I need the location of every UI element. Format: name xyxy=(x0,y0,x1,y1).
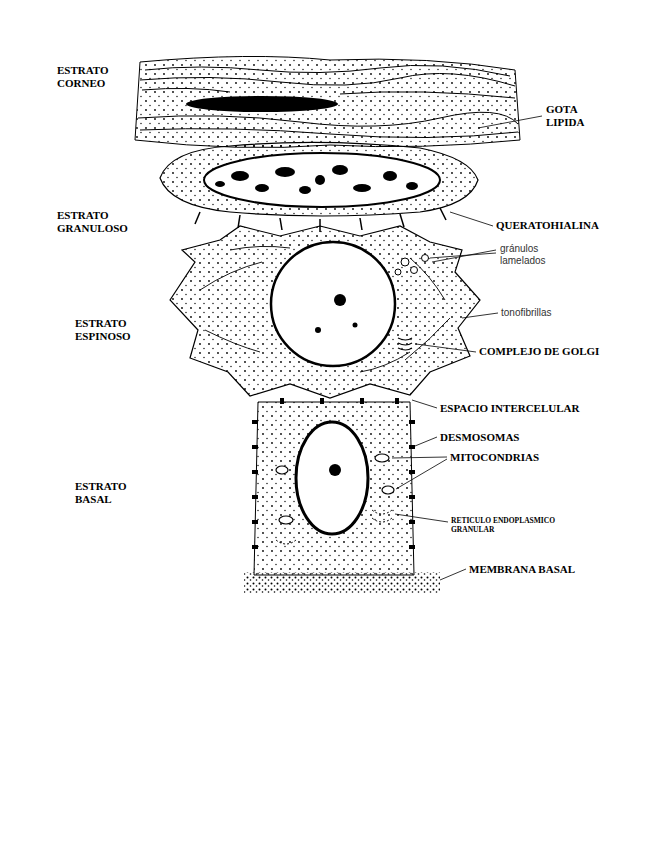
basal-cell xyxy=(254,402,414,575)
basal-nucleolus xyxy=(329,464,341,476)
spinous-nucleus xyxy=(271,242,395,366)
callout-label: gránulos lamelados xyxy=(500,243,570,266)
layer-label: ESTRATO ESPINOSO xyxy=(75,317,155,342)
lamellar-granules xyxy=(395,255,429,276)
nucleoli xyxy=(315,294,358,333)
callout-label: MEMBRANA BASAL xyxy=(469,563,575,576)
callout-label: COMPLEJO DE GOLGI xyxy=(479,345,599,358)
golgi-complex xyxy=(398,338,412,350)
lipid-droplet xyxy=(186,96,338,112)
callout-label: tonofibrillas xyxy=(501,307,552,319)
corneum-layer xyxy=(135,56,520,147)
corneum-fibres xyxy=(138,65,518,137)
callout-label: GOTA LIPIDA xyxy=(546,103,606,128)
mitochondria xyxy=(276,454,394,524)
granular-nucleus xyxy=(204,153,440,207)
layer-label: ESTRATO CORNEO xyxy=(57,64,119,89)
layer-label: ESTRATO GRANULOSO xyxy=(57,209,137,234)
basal-nucleus xyxy=(296,422,368,534)
callout-label: ESPACIO INTERCELULAR xyxy=(440,402,579,415)
callout-label: DESMOSOMAS xyxy=(440,431,519,444)
keratohyalin-granules xyxy=(215,165,418,194)
callout-label: RETICULO ENDOPLASMICO GRANULAR xyxy=(451,517,576,534)
granular-er xyxy=(276,510,392,544)
basement-membrane xyxy=(244,572,440,594)
granular-cell xyxy=(160,142,478,216)
desmosomes xyxy=(252,398,415,549)
callout-label: QUERATOHIALINA xyxy=(496,219,599,232)
spinous-cell xyxy=(170,226,480,398)
layer-label: ESTRATO BASAL xyxy=(75,480,137,505)
callout-label: MITOCONDRIAS xyxy=(450,451,539,464)
